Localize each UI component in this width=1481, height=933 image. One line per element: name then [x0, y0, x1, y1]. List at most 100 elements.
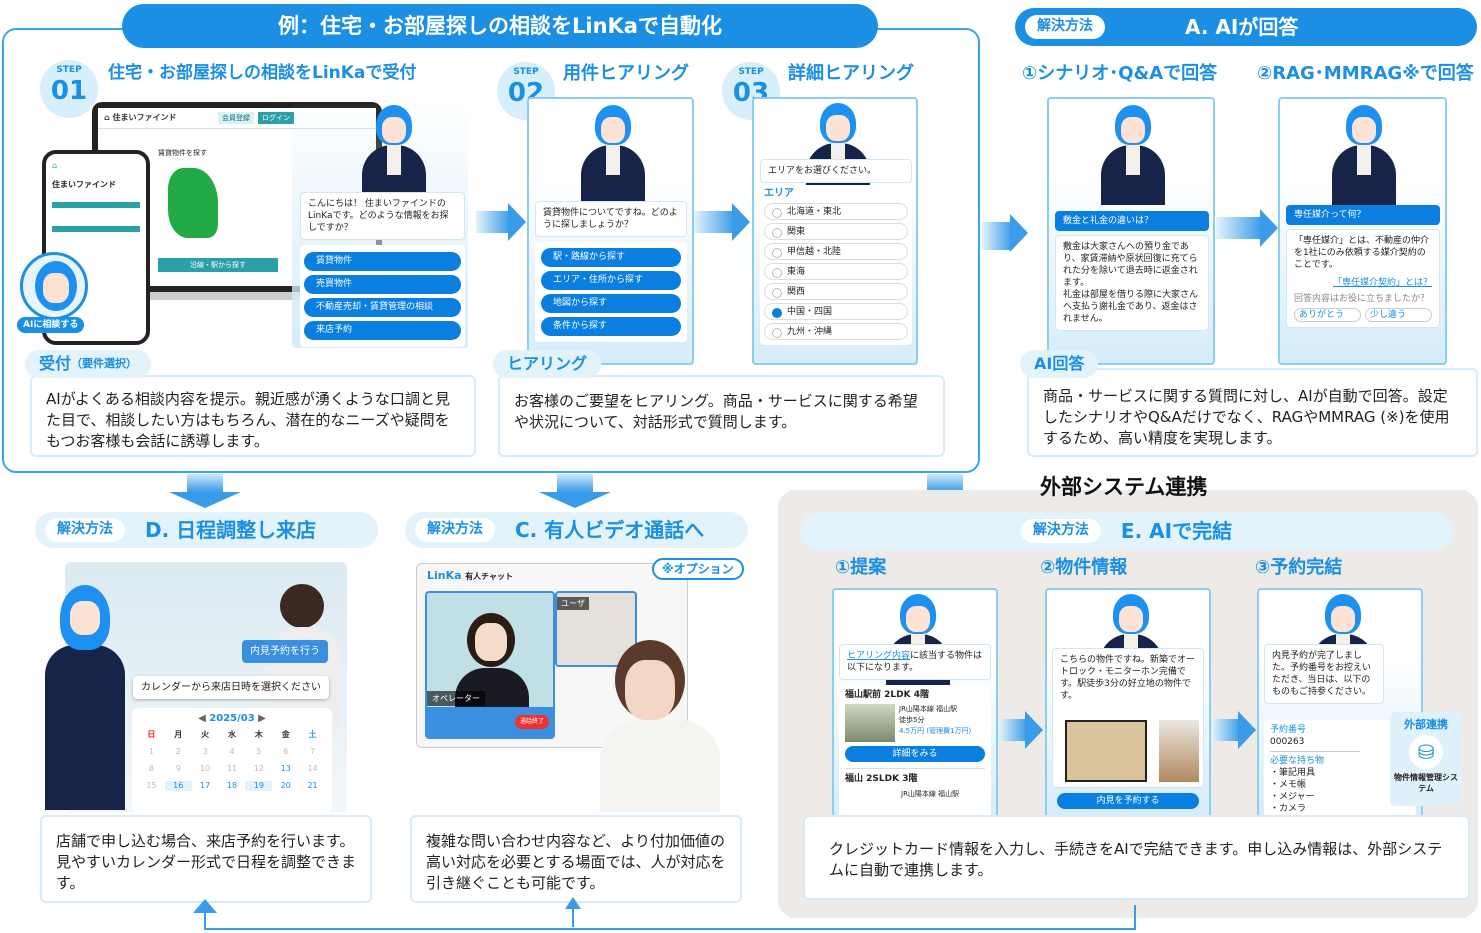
option-area[interactable]: エリア・住所から探す — [541, 271, 681, 290]
step1-greeting: こんにちは！ 住まいファインドのLinKaです。どのような情報をお探しですか？ — [300, 192, 465, 240]
answer-1: 敷金は大家さんへの預り金であり、家賃滞納や原状回復に充てられた分を除いて退去時に… — [1055, 235, 1209, 331]
bubble-calendar: カレンダーから来店日時を選択ください — [133, 676, 329, 699]
calendar-day[interactable]: 19 — [245, 781, 273, 791]
property-2-name: 福山 2SLDK 3階 — [845, 774, 918, 784]
arrow-right — [694, 203, 750, 241]
a-sub2: ②RAG･MMRAG※で回答 — [1257, 63, 1474, 84]
login-button[interactable]: ログイン — [258, 112, 294, 124]
arrow-right — [1216, 209, 1278, 247]
option-sale[interactable]: 売買物件 — [304, 275, 461, 294]
register-button[interactable]: 会員登録 — [218, 112, 254, 124]
e-sub3: ③予約完結 — [1255, 557, 1343, 578]
prev-month-icon[interactable]: ◀ — [198, 713, 210, 724]
radio-koshinetsu[interactable]: 甲信越・北陸 — [764, 243, 908, 260]
end-call-button[interactable]: 通話終了 — [514, 715, 549, 729]
weekday-header: 日 — [147, 730, 156, 739]
item: ・メモ帳 — [1270, 780, 1307, 790]
laptop-base — [80, 292, 395, 300]
calendar-day[interactable]: 7 — [310, 747, 316, 756]
ai-avatar — [806, 103, 870, 203]
calendar-day[interactable]: 2 — [175, 747, 181, 756]
item: ・筆記用具 — [1270, 768, 1316, 778]
hearing-label: ヒアリング — [493, 350, 602, 378]
radio-kanto[interactable]: 関東 — [764, 223, 908, 240]
feedback-question: 回答内容はお役に立ちましたか？ — [1294, 294, 1430, 304]
phone-site-name: 住まいファインド — [52, 180, 116, 189]
option-station[interactable]: 駅・路線から探す — [541, 248, 681, 267]
step1-desc: AIがよくある相談内容を提示。親近感が湧くような口調と見た目で、相談したい方はも… — [30, 375, 476, 457]
question-bubble: 専任媒介って何？ — [1286, 205, 1440, 225]
details-button[interactable]: 詳細をみる — [845, 746, 985, 762]
calendar-day[interactable]: 20 — [280, 781, 291, 790]
external-title: 外部連携 — [1404, 718, 1448, 731]
book-viewing-button[interactable]: 内見を予約する — [1057, 793, 1199, 809]
radio-chugoku[interactable]: 中国・四国 — [764, 303, 908, 320]
calendar-day[interactable]: 14 — [307, 764, 318, 773]
ai-avatar-circle[interactable] — [20, 252, 88, 320]
thanks-button[interactable]: ありがとう — [1294, 308, 1361, 322]
calendar-day[interactable]: 13 — [280, 764, 291, 773]
option-rental[interactable]: 賃貸物件 — [304, 252, 461, 271]
e-sub1: ①提案 — [835, 557, 887, 578]
ai-answer-label: AI回答 — [1020, 350, 1099, 378]
radio-kansai[interactable]: 関西 — [764, 283, 908, 300]
item: ・メジャー — [1270, 792, 1315, 802]
calendar-day[interactable]: 4 — [229, 747, 235, 756]
radio-tokai[interactable]: 東海 — [764, 263, 908, 280]
station-search-tab[interactable]: 沿線・駅から探す — [158, 258, 278, 272]
option-consult[interactable]: 不動産売却・賃貸管理の相談 — [304, 298, 461, 317]
option-conditions[interactable]: 条件から探す — [541, 317, 681, 336]
calendar-day[interactable]: 17 — [200, 781, 211, 790]
arrow-right — [476, 203, 526, 241]
step1-options: 賃貸物件 売買物件 不動産売却・賃貸管理の相談 来店予約 — [300, 245, 465, 347]
calendar-day[interactable]: 18 — [226, 781, 238, 790]
external-section-title: 外部システム連携 — [1040, 475, 1208, 499]
reservation-number: 000263 — [1270, 736, 1360, 752]
external-system-box: 外部連携 ⛁ 物件情報管理システム — [1390, 712, 1462, 806]
calendar-day[interactable]: 15 — [146, 781, 157, 790]
c-desc: 複雑な問い合わせ内容など、より付加価値の高い対応を必要とする場面では、人が対応を… — [410, 815, 742, 903]
a-sub1: ①シナリオ･Q&Aで回答 — [1022, 63, 1218, 84]
related-link[interactable]: 「専任媒介契約」とは？ — [1332, 278, 1432, 288]
weekday-header: 水 — [227, 730, 236, 739]
calendar-day[interactable]: 6 — [283, 747, 289, 756]
proposal-message: ヒアリング内容に該当する物件は以下になります。 — [839, 644, 991, 680]
return-loop-connector — [193, 897, 1136, 930]
step1-label: 受付（要件選択） — [25, 350, 152, 378]
japan-map — [168, 168, 218, 238]
property-1-name: 福山駅前 2LDK 4階 — [845, 690, 929, 700]
e-desc: クレジットカード情報を入力し、手続きをAIで完結できます。申し込み情報は、外部シ… — [803, 815, 1470, 900]
next-month-icon[interactable]: ▶ — [254, 713, 266, 724]
calendar-day[interactable]: 12 — [253, 764, 264, 773]
calendar-day[interactable]: 21 — [307, 781, 318, 790]
weekday-header: 火 — [201, 730, 210, 739]
user-photo — [600, 640, 740, 812]
calendar-day[interactable]: 10 — [200, 764, 211, 773]
not-quite-button[interactable]: 少し違う — [1365, 308, 1432, 322]
radio-hokkaido[interactable]: 北海道・東北 — [764, 203, 908, 220]
calendar-day[interactable]: 16 — [164, 781, 192, 791]
ai-avatar-standing — [45, 585, 125, 810]
option-visit[interactable]: 来店予約 — [304, 321, 461, 340]
calendar-day[interactable]: 3 — [202, 747, 208, 756]
d-desc: 店舗で申し込む場合、来店予約を行います。見やすいカレンダー形式で日程を調整できま… — [40, 815, 372, 903]
step2-panel: 賃貸物件についてですね。どのように探しましょうか？ 駅・路線から探す エリア・住… — [527, 97, 694, 365]
property-photo — [845, 704, 895, 742]
calendar-day[interactable]: 5 — [256, 747, 262, 756]
radio-kyushu[interactable]: 九州・沖縄 — [764, 323, 908, 340]
ai-avatar — [1332, 105, 1396, 205]
calendar-day[interactable]: 1 — [148, 747, 154, 756]
option-map[interactable]: 地図から探す — [541, 294, 681, 313]
ai-consult-button[interactable]: AIに相談する — [17, 317, 85, 333]
user-label: ユーザ — [557, 597, 589, 610]
calendar-day[interactable]: 11 — [226, 764, 238, 773]
room-photo — [1159, 720, 1199, 782]
calendar-day[interactable]: 8 — [148, 764, 154, 773]
a-panel-1: 敷金と礼金の違いは？ 敷金は大家さんへの預り金であり、家賃滞納や原状回復に充てら… — [1047, 97, 1215, 365]
weekday-header: 木 — [254, 730, 263, 739]
step-02-title: 用件ヒアリング — [563, 63, 689, 84]
calendar-day[interactable]: 9 — [175, 764, 181, 773]
